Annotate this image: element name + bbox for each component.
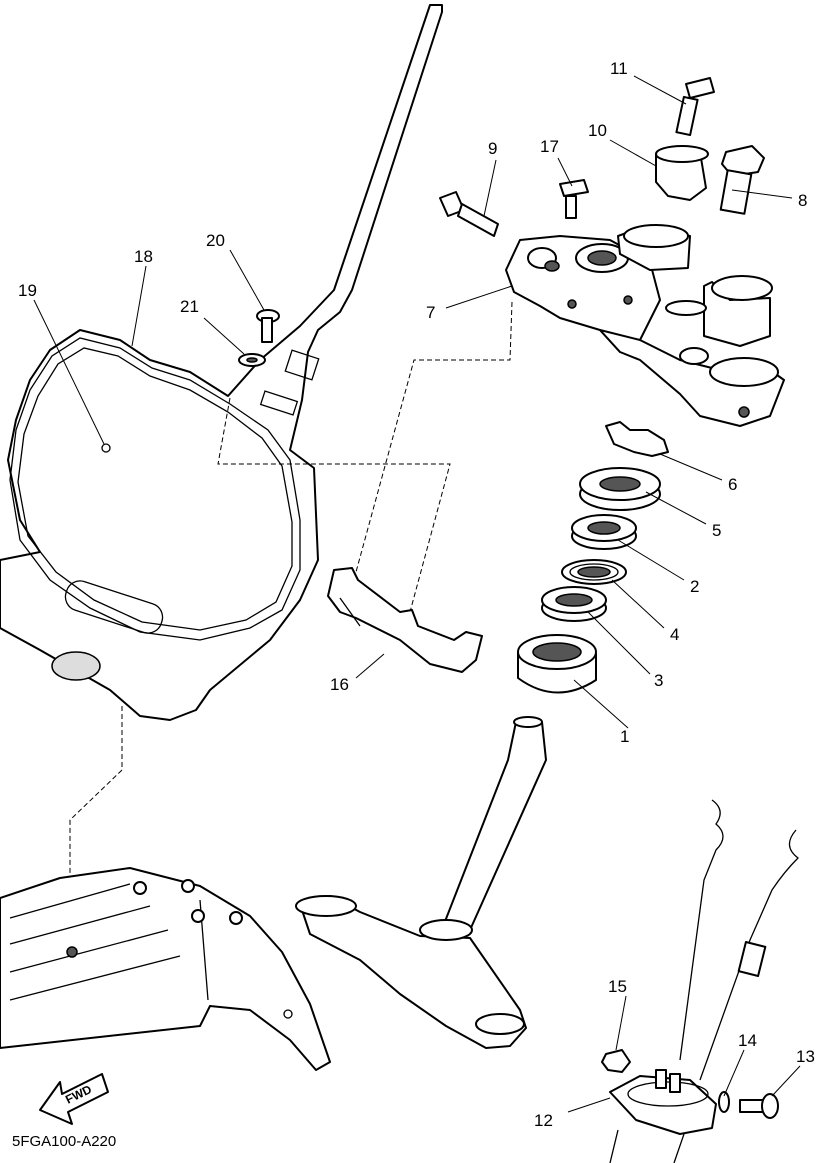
fwd-arrow-icon: FWD	[39, 1073, 109, 1125]
bolt-8-part	[719, 145, 765, 215]
front-fender-part	[0, 867, 331, 1071]
callout-21: 21	[180, 297, 199, 316]
race-3-part	[541, 586, 607, 622]
callout-13: 13	[796, 1047, 815, 1066]
front-fork-part	[609, 799, 799, 1163]
callout-4: 4	[670, 625, 679, 644]
holder-10-part	[655, 145, 709, 201]
bearing-1-part	[517, 634, 597, 694]
callout-16: 16	[330, 675, 349, 694]
ring-nut-6-part	[605, 421, 669, 457]
nut-15-part	[601, 1049, 631, 1073]
callout-11: 11	[610, 59, 628, 78]
washer-14-part	[718, 1091, 730, 1113]
callout-12: 12	[534, 1111, 553, 1130]
upper-bracket-7-part	[505, 224, 785, 427]
bracket-16-part	[327, 567, 483, 673]
bearing-cover-5-part	[579, 467, 661, 511]
number-plate-part	[0, 4, 443, 721]
steering-stem-part	[295, 716, 547, 1049]
bolt-11-part	[675, 77, 715, 137]
callout-20: 20	[206, 231, 225, 250]
drawing-code: 5FGA100-A220	[12, 1133, 116, 1150]
callout-10: 10	[588, 121, 607, 140]
bearing-4-part	[561, 559, 627, 585]
cable-clamp-12-part	[609, 1069, 717, 1135]
bolt-13-part	[739, 1093, 779, 1119]
callout-9: 9	[488, 139, 497, 158]
callout-5: 5	[712, 521, 721, 540]
leader-lines	[33, 75, 801, 1113]
callout-7: 7	[426, 303, 435, 322]
assembly-line-bracket	[355, 301, 513, 573]
callout-17: 17	[540, 137, 559, 156]
callout-8: 8	[798, 191, 807, 210]
washer-21-part	[238, 353, 266, 367]
callout-6: 6	[728, 475, 737, 494]
callout-14: 14	[738, 1031, 757, 1050]
bolt-9-part	[439, 191, 499, 237]
assembly-line-plate	[217, 397, 451, 613]
callout-1: 1	[620, 727, 629, 746]
race-2-part	[571, 514, 637, 550]
callout-18: 18	[134, 247, 153, 266]
callout-3: 3	[654, 671, 663, 690]
bolt-20-part	[256, 309, 280, 343]
callout-2: 2	[690, 577, 699, 596]
callout-15: 15	[608, 977, 627, 996]
bolt-17-part	[559, 179, 589, 219]
callout-19: 19	[18, 281, 37, 300]
